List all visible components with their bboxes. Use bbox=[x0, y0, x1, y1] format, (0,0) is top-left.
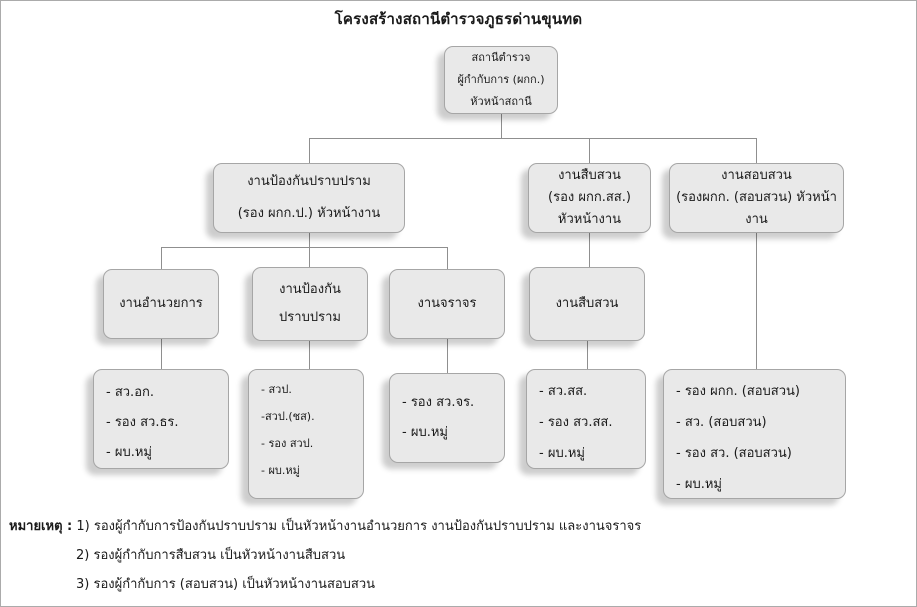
staff-item: - สว. (สอบสวน) bbox=[676, 415, 767, 430]
node-investigation: งานสืบสวน (รอง ผกก.สส.) หัวหน้างาน bbox=[528, 163, 651, 233]
staff-item: - สว.อก. bbox=[106, 385, 155, 400]
connector-drop-prevention bbox=[309, 138, 310, 163]
connector-root-riser bbox=[501, 114, 502, 138]
node-prevention-sub: งานป้องกัน ปราบปราม bbox=[252, 267, 368, 341]
connector-traffic-staff bbox=[447, 339, 448, 373]
staff-item: - ผบ.หมู่ bbox=[106, 445, 152, 460]
node-line: (รองผกก. (สอบสวน) หัวหน้า bbox=[676, 190, 837, 205]
connector-drop-traffic bbox=[447, 247, 448, 269]
node-investigation-staff: - สว.สส. - รอง สว.สส. - ผบ.หมู่ bbox=[526, 369, 646, 469]
footnote-text: 1) รองผู้กำกับการป้องกันปราบปราม เป็นหัว… bbox=[76, 519, 642, 534]
node-line: งานจราจร bbox=[417, 296, 477, 311]
staff-item: - รอง สวป. bbox=[261, 437, 314, 450]
staff-item: - รอง สว.สส. bbox=[539, 415, 613, 430]
staff-item: - รอง ผกก. (สอบสวน) bbox=[676, 384, 800, 399]
node-line: งานสืบสวน bbox=[555, 296, 619, 311]
node-line: สถานีตำรวจ bbox=[471, 51, 531, 64]
connector-administration-staff bbox=[161, 339, 162, 369]
connector-prevention-staff bbox=[309, 341, 310, 369]
node-line: งานอำนวยการ bbox=[119, 296, 203, 311]
node-administration: งานอำนวยการ bbox=[103, 269, 219, 339]
node-line: งานสืบสวน bbox=[558, 168, 621, 183]
connector-investigation-to-sub bbox=[589, 233, 590, 267]
connector-drop-investigation bbox=[589, 138, 590, 163]
staff-item: - รอง สว. (สอบสวน) bbox=[676, 446, 792, 461]
node-line: งานสอบสวน bbox=[721, 168, 792, 183]
footnote-label: หมายเหตุ : bbox=[9, 519, 73, 534]
node-prevention-staff: - สวป. -สวป.(ชส). - รอง สวป. - ผบ.หมู่ bbox=[248, 369, 364, 499]
connector-inquiry-to-staff bbox=[756, 233, 757, 369]
staff-item: - ผบ.หมู่ bbox=[539, 446, 585, 461]
page-title: โครงสร้างสถานีตำรวจภูธรด่านขุนทด bbox=[334, 10, 583, 28]
footnotes: หมายเหตุ : 1) รองผู้กำกับการป้องกันปราบป… bbox=[9, 512, 641, 599]
node-station: สถานีตำรวจ ผู้กำกับการ (ผกก.) หัวหน้าสถา… bbox=[444, 46, 558, 114]
staff-item: - ผบ.หมู่ bbox=[402, 425, 448, 440]
staff-item: - ผบ.หมู่ bbox=[261, 464, 300, 477]
connector-prevention-riser bbox=[309, 233, 310, 247]
node-inquiry-staff: - รอง ผกก. (สอบสวน) - สว. (สอบสวน) - รอง… bbox=[663, 369, 846, 499]
staff-item: - รอง สว.ธร. bbox=[106, 415, 179, 430]
node-line: งานป้องกัน bbox=[279, 282, 341, 297]
footnote-line: หมายเหตุ : 1) รองผู้กำกับการป้องกันปราบป… bbox=[9, 512, 641, 541]
node-line: งานป้องกันปราบปราม bbox=[247, 174, 371, 189]
staff-item: - สว.สส. bbox=[539, 384, 588, 399]
node-line: (รอง ผกก.ป.) หัวหน้างาน bbox=[237, 206, 381, 221]
staff-item: - สวป. bbox=[261, 383, 292, 396]
node-prevention-suppression: งานป้องกันปราบปราม (รอง ผกก.ป.) หัวหน้าง… bbox=[213, 163, 405, 233]
staff-item: - ผบ.หมู่ bbox=[676, 477, 722, 492]
node-line: หัวหน้างาน bbox=[557, 212, 622, 227]
node-line: หัวหน้าสถานี bbox=[470, 95, 532, 108]
node-line: งาน bbox=[745, 212, 768, 227]
node-administration-staff: - สว.อก. - รอง สว.ธร. - ผบ.หมู่ bbox=[93, 369, 229, 469]
node-traffic: งานจราจร bbox=[389, 269, 505, 339]
connector-drop-prevention-sub bbox=[309, 247, 310, 267]
connector-investigation-staff bbox=[587, 341, 588, 369]
connector-level1-bar bbox=[309, 138, 757, 139]
connector-drop-administration bbox=[161, 247, 162, 269]
node-traffic-staff: - รอง สว.จร. - ผบ.หมู่ bbox=[389, 373, 505, 463]
footnote-line: 2) รองผู้กำกับการสืบสวน เป็นหัวหน้างานสื… bbox=[76, 548, 346, 563]
connector-level2-bar bbox=[161, 247, 448, 248]
node-line: ผู้กำกับการ (ผกก.) bbox=[457, 73, 545, 86]
footnote-line: 3) รองผู้กำกับการ (สอบสวน) เป็นหัวหน้างา… bbox=[76, 577, 376, 592]
staff-item: - รอง สว.จร. bbox=[402, 395, 475, 410]
node-inquiry: งานสอบสวน (รองผกก. (สอบสวน) หัวหน้า งาน bbox=[669, 163, 844, 233]
connector-drop-inquiry bbox=[756, 138, 757, 163]
staff-item: -สวป.(ชส). bbox=[261, 410, 315, 423]
node-line: (รอง ผกก.สส.) bbox=[548, 190, 631, 205]
node-investigation-sub: งานสืบสวน bbox=[529, 267, 645, 341]
node-line: ปราบปราม bbox=[279, 310, 341, 325]
